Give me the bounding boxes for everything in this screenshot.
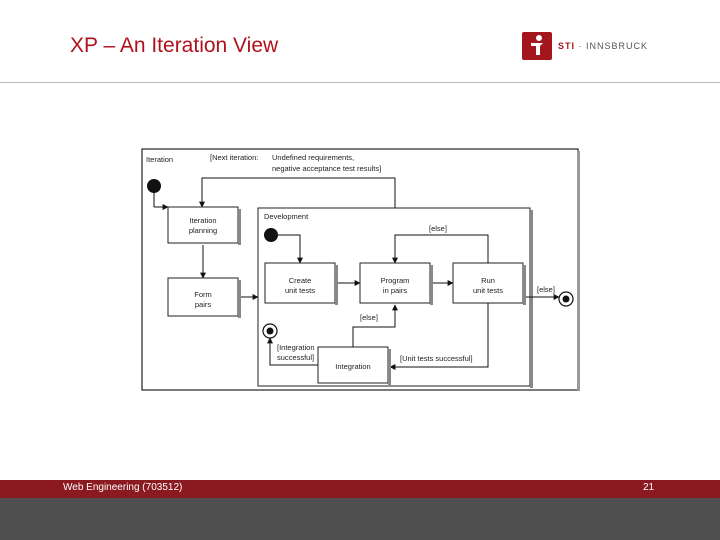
initial-node [147, 179, 161, 193]
guard-line-2: Undefined requirements, [272, 153, 354, 162]
iteration-planning-node [167, 206, 239, 244]
integration-shadow [388, 349, 391, 385]
iteration-final-node-inner [562, 295, 570, 303]
development-label: Development [264, 212, 309, 221]
iteration-planning-shadow [238, 209, 241, 245]
slide-title: XP – An Iteration View [70, 34, 279, 57]
run-unit-tests-label-2: unit tests [473, 286, 503, 295]
development-frame-shadow [530, 210, 533, 388]
integration-successful-guard-2: successful] [277, 353, 314, 362]
footer-page-number: 21 [643, 482, 655, 493]
iteration-planning-label-2: planning [189, 226, 217, 235]
logo-city: INNSBRUCK [586, 41, 649, 51]
logo-brand: STI [558, 41, 576, 51]
logo-separator: · [575, 41, 587, 51]
iteration-activity-diagram: Iteration [Next iteration: Undefined req… [141, 148, 580, 391]
title-divider [0, 82, 720, 83]
integration-label: Integration [335, 362, 370, 371]
guard-line-1: [Next iteration: [210, 153, 258, 162]
integration-node [317, 346, 389, 384]
form-pairs-label-2: pairs [195, 300, 212, 309]
flow-integration-else-to-program [352, 304, 398, 347]
sti-logo-icon [522, 32, 552, 60]
program-in-pairs-shadow [430, 265, 433, 305]
else-right-guard: [else] [537, 285, 555, 294]
create-unit-tests-shadow [335, 265, 338, 305]
form-pairs-shadow [238, 280, 241, 318]
program-in-pairs-label-1: Program [381, 276, 410, 285]
footer-bar: Web Engineering (703512) 21 [0, 480, 720, 498]
flow-dev-initial-to-create [278, 234, 303, 264]
else-mid-guard: [else] [360, 313, 378, 322]
development-initial-node [264, 228, 278, 242]
unit-tests-successful-guard: [Unit tests successful] [400, 354, 473, 363]
flow-run-else-to-program [392, 234, 489, 264]
footer-course: Web Engineering (703512) [63, 482, 183, 493]
next-iteration-guard: [Next iteration: Undefined requirements, [210, 153, 354, 162]
program-in-pairs-node [359, 262, 431, 304]
create-unit-tests-label-2: unit tests [285, 286, 315, 295]
logo-text: STI · INNSBRUCK [558, 41, 648, 51]
create-unit-tests-node [264, 262, 336, 304]
footer-gray-band [0, 498, 720, 540]
iteration-planning-label-1: Iteration [189, 216, 216, 225]
run-unit-tests-shadow [523, 265, 526, 305]
form-pairs-node [167, 277, 239, 317]
program-in-pairs-label-2: in pairs [383, 286, 407, 295]
flow-unit-tests-successful [389, 303, 489, 370]
sti-innsbruck-logo: STI · INNSBRUCK [522, 32, 652, 62]
guard-line-3: negative acceptance test results] [272, 164, 381, 173]
flow-next-iteration-loop [199, 177, 396, 209]
create-unit-tests-label-1: Create [289, 276, 312, 285]
iteration-frame-label: Iteration [146, 155, 173, 164]
form-pairs-label-1: Form [194, 290, 212, 299]
integration-successful-guard-1: [Integration [277, 343, 315, 352]
iteration-frame-shadow-right [577, 151, 580, 391]
run-unit-tests-label-1: Run [481, 276, 495, 285]
flow-integration-successful [267, 337, 318, 366]
else-top-guard: [else] [429, 224, 447, 233]
development-final-node-inner [266, 327, 274, 335]
